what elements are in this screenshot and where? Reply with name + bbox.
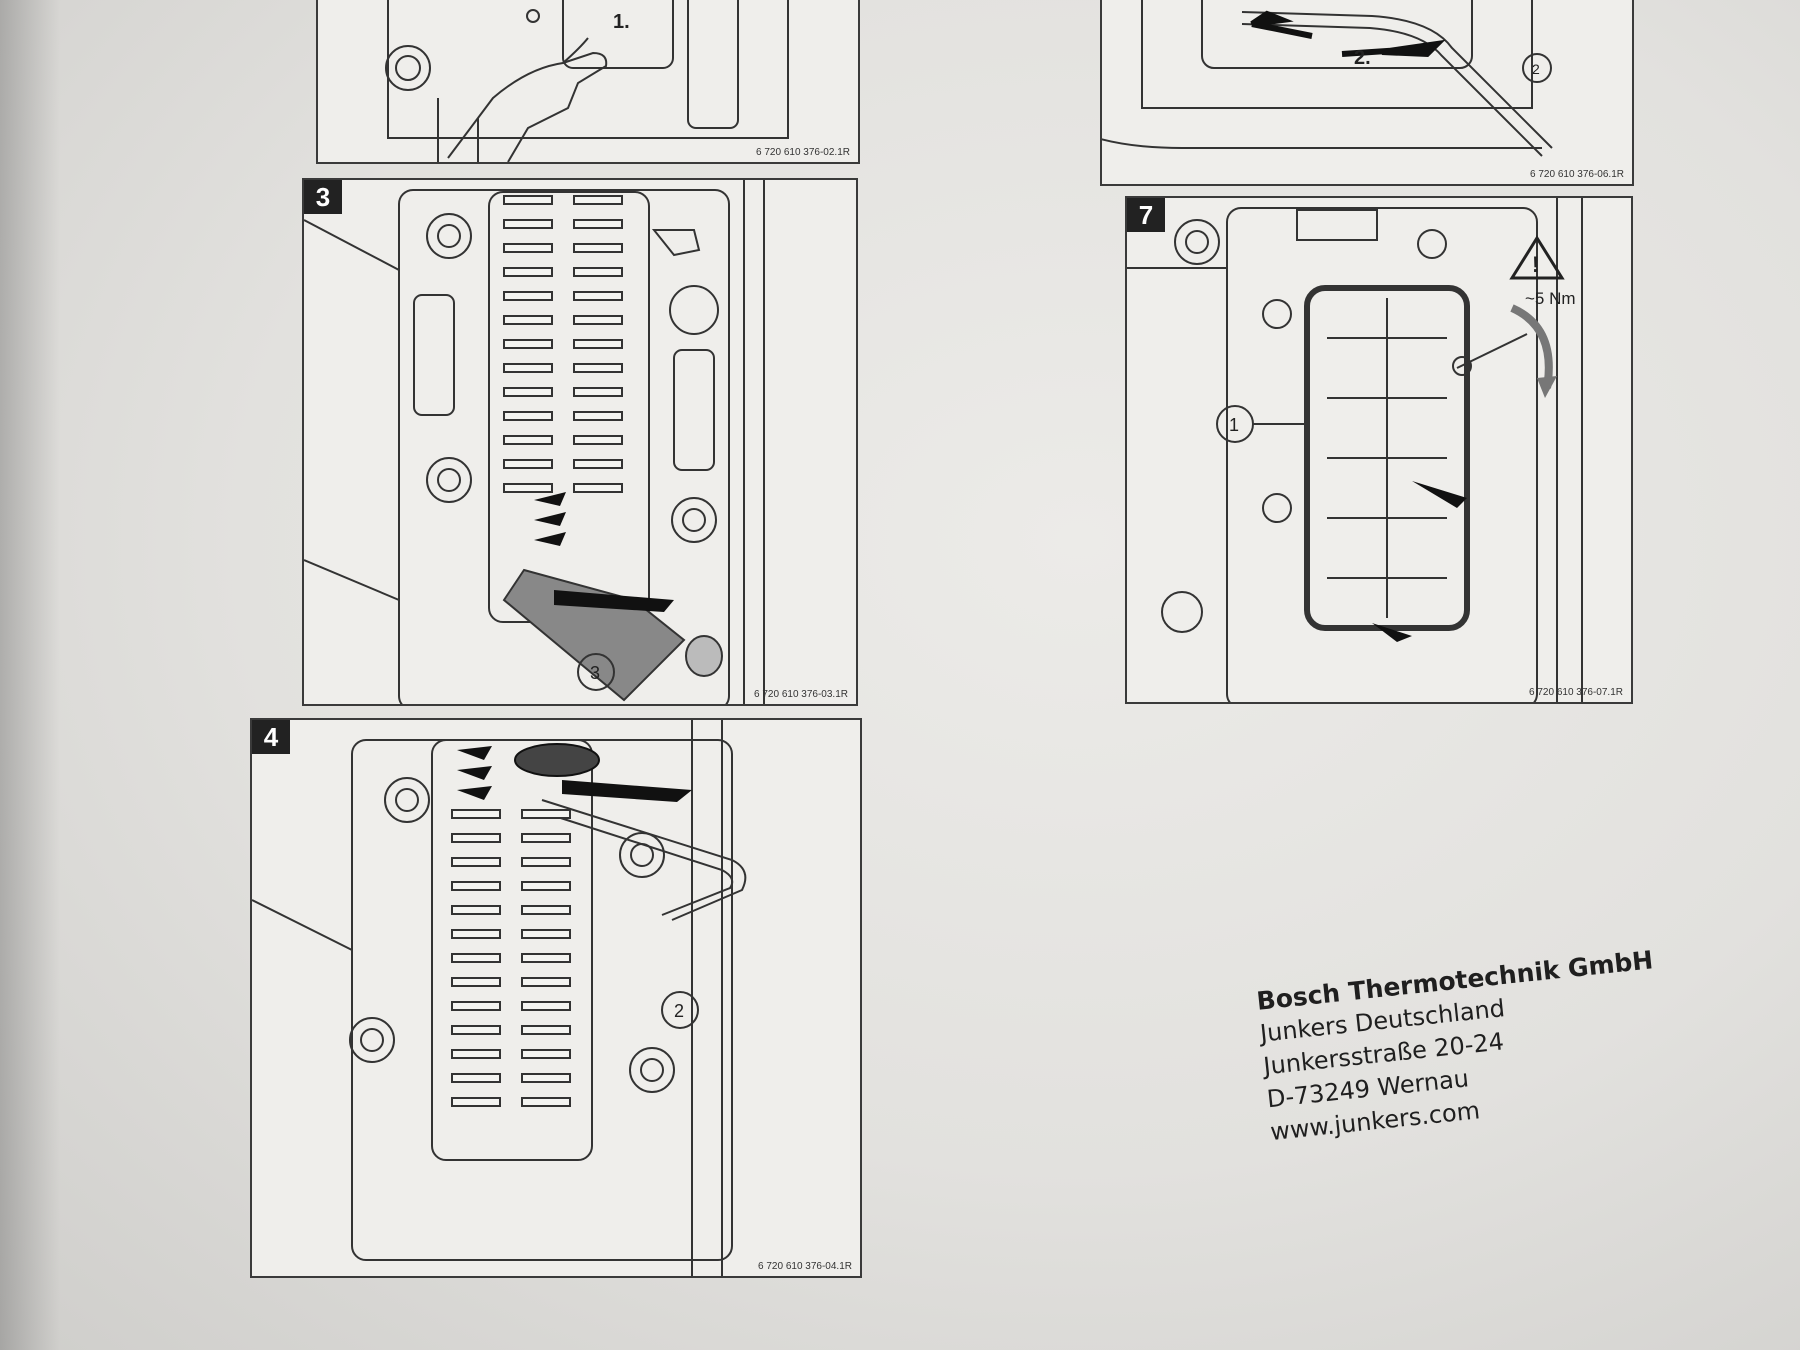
step-number-badge: 4	[252, 720, 290, 754]
illustration-hand-press: 1.	[385, 0, 789, 162]
panel-step-3: 3	[302, 178, 858, 706]
figure-code: 6 720 610 376-06.1R	[1530, 169, 1624, 180]
panel-step-7: 7	[1125, 196, 1633, 704]
step-number-badge: 7	[1127, 198, 1165, 232]
step-number-badge: 3	[304, 180, 342, 214]
panel-top-left: 1. 6 720 610 376-02.1R	[316, 0, 860, 164]
torque-label: ~5 Nm	[1525, 289, 1576, 308]
panel-step-4: 4	[250, 718, 862, 1278]
figure-code: 6 720 610 376-04.1R	[758, 1261, 852, 1272]
callout-number: 2	[674, 1001, 684, 1021]
figure-code: 6 720 610 376-03.1R	[754, 689, 848, 700]
callout-number: 1	[1229, 415, 1239, 435]
illustration-rod-insert: 2. 2	[1102, 0, 1553, 157]
illustration-brush-clean: 2	[252, 720, 747, 1276]
step-label-1: 1.	[613, 11, 630, 33]
figure-code: 6 720 610 376-07.1R	[1529, 687, 1623, 698]
illustration-strip-insert: 3	[304, 180, 765, 704]
callout-number: 3	[590, 663, 600, 683]
figure-code: 6 720 610 376-02.1R	[756, 147, 850, 158]
left-shadow	[0, 0, 60, 1350]
callout-number: 2	[1532, 61, 1540, 77]
panel-top-right: 2. 2 6 720 610 376-06.1R	[1100, 0, 1634, 186]
illustration-cover-mount: ! ~5 Nm 1	[1127, 198, 1583, 702]
warning-mark: !	[1532, 252, 1539, 277]
step-label-2: 2.	[1354, 47, 1371, 69]
